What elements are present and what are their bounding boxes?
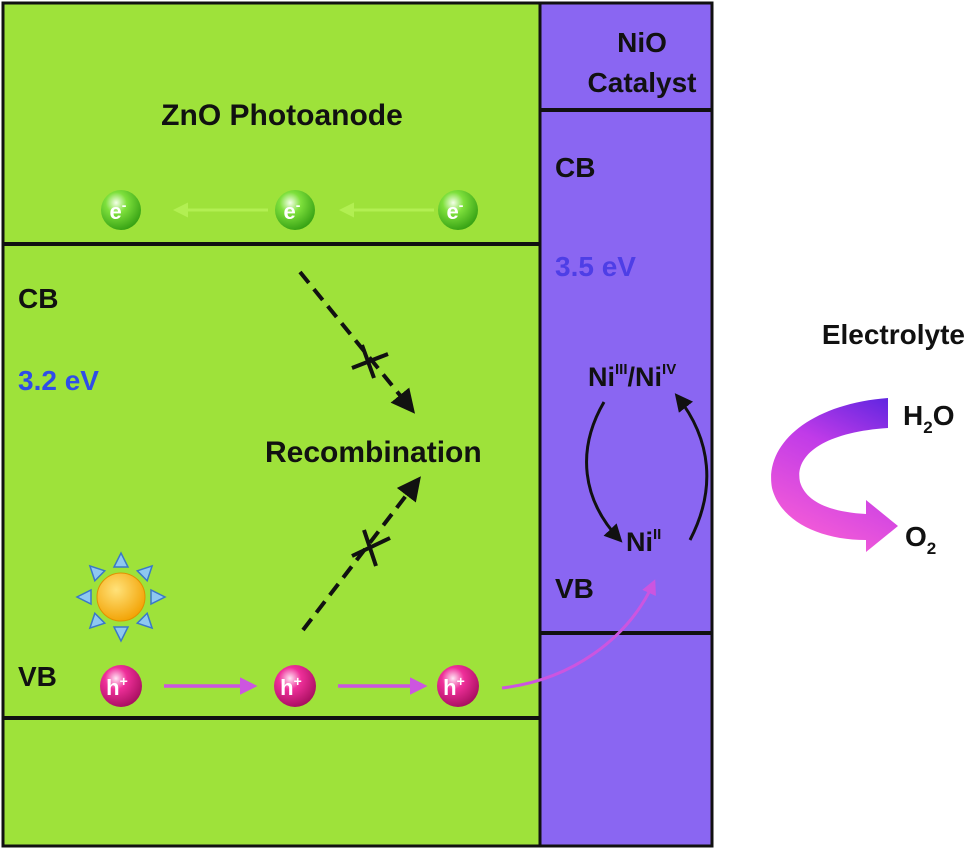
nio-cb-label: CB (555, 152, 595, 183)
zno-band-gap: 3.2 eV (18, 365, 99, 396)
ni-high-valence-label: NiIII/NiIV (588, 361, 676, 392)
hole-1: h+ (100, 665, 142, 707)
zno-cb-label: CB (18, 283, 58, 314)
zno-title: ZnO Photoanode (161, 99, 403, 132)
svg-text:h+: h+ (443, 673, 465, 700)
blocked-cross-upper (351, 344, 389, 379)
blocked-electron-recombination-arrow (298, 270, 416, 414)
nio-band-gap: 3.5 eV (555, 251, 636, 282)
nio-vb-label: VB (555, 573, 594, 604)
zno-vb-label: VB (18, 661, 57, 692)
nio-block (538, 1, 714, 848)
water-oxidation-arrow (771, 398, 898, 552)
sun-icon (75, 551, 167, 643)
recombination-label: Recombination (265, 436, 482, 469)
svg-text:e-: e- (284, 197, 301, 224)
oxygen-label: O2 (905, 521, 936, 558)
nio-title-line1: NiO (617, 27, 667, 58)
blocked-cross-lower (351, 529, 391, 567)
electron-3: e- (438, 190, 478, 230)
electron-1: e- (101, 190, 141, 230)
hole-2: h+ (274, 665, 316, 707)
nio-title-line2: Catalyst (588, 67, 697, 98)
ni-oxidation-arrow (674, 393, 709, 541)
svg-text:e-: e- (447, 197, 464, 224)
electrolyte-label: Electrolyte (822, 319, 965, 350)
ni-reduction-arrow (585, 401, 623, 543)
svg-text:h+: h+ (106, 673, 128, 700)
hole-3: h+ (437, 665, 479, 707)
electron-2: e- (275, 190, 315, 230)
hole-transfer-arrow (501, 579, 656, 690)
svg-text:h+: h+ (280, 673, 302, 700)
blocked-hole-recombination-arrow (301, 476, 421, 632)
svg-text:e-: e- (110, 197, 127, 224)
ni-low-valence-label: NiII (626, 526, 661, 557)
water-label: H2O (903, 400, 954, 437)
